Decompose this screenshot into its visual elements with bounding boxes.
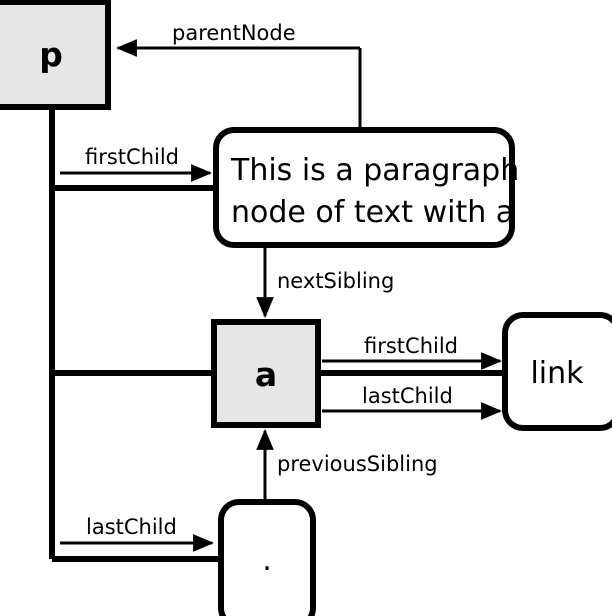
node-link-text[interactable]: link	[502, 312, 612, 431]
edge-label-p-last-child: lastChild	[86, 515, 177, 539]
node-paragraph-text-box[interactable]	[213, 127, 515, 248]
edge-label-parent-node: parentNode	[172, 21, 296, 45]
relationship-arrows	[60, 164, 503, 552]
node-a-label: a	[255, 355, 277, 394]
node-period-text-label: .	[262, 543, 272, 578]
node-period-text-box[interactable]	[218, 499, 316, 616]
node-paragraph-text-line2: node of text with a	[231, 195, 514, 230]
edge-label-a-first-child: firstChild	[364, 334, 458, 358]
node-paragraph-text-line1: This is a paragraph	[230, 153, 519, 188]
node-paragraph-text[interactable]: This is a paragraph node of text with a	[213, 127, 519, 248]
edge-labels: parentNode firstChild nextSibling firstC…	[85, 21, 458, 539]
node-link-text-label: link	[530, 356, 584, 391]
edge-label-previous-sibling: previousSibling	[277, 452, 438, 476]
edge-label-next-sibling: nextSibling	[277, 269, 394, 293]
edge-label-a-last-child: lastChild	[362, 384, 453, 408]
node-p[interactable]: p	[0, 0, 111, 110]
node-period-text[interactable]: .	[218, 499, 316, 616]
structural-connectors	[49, 104, 508, 562]
edge-label-p-first-child: firstChild	[85, 145, 179, 169]
edge-parent-node-route	[115, 39, 362, 130]
node-a[interactable]: a	[211, 319, 321, 428]
node-p-label: p	[39, 35, 63, 74]
node-a-box[interactable]	[211, 319, 321, 428]
node-link-text-box[interactable]	[502, 312, 612, 431]
node-p-box[interactable]	[0, 0, 111, 110]
